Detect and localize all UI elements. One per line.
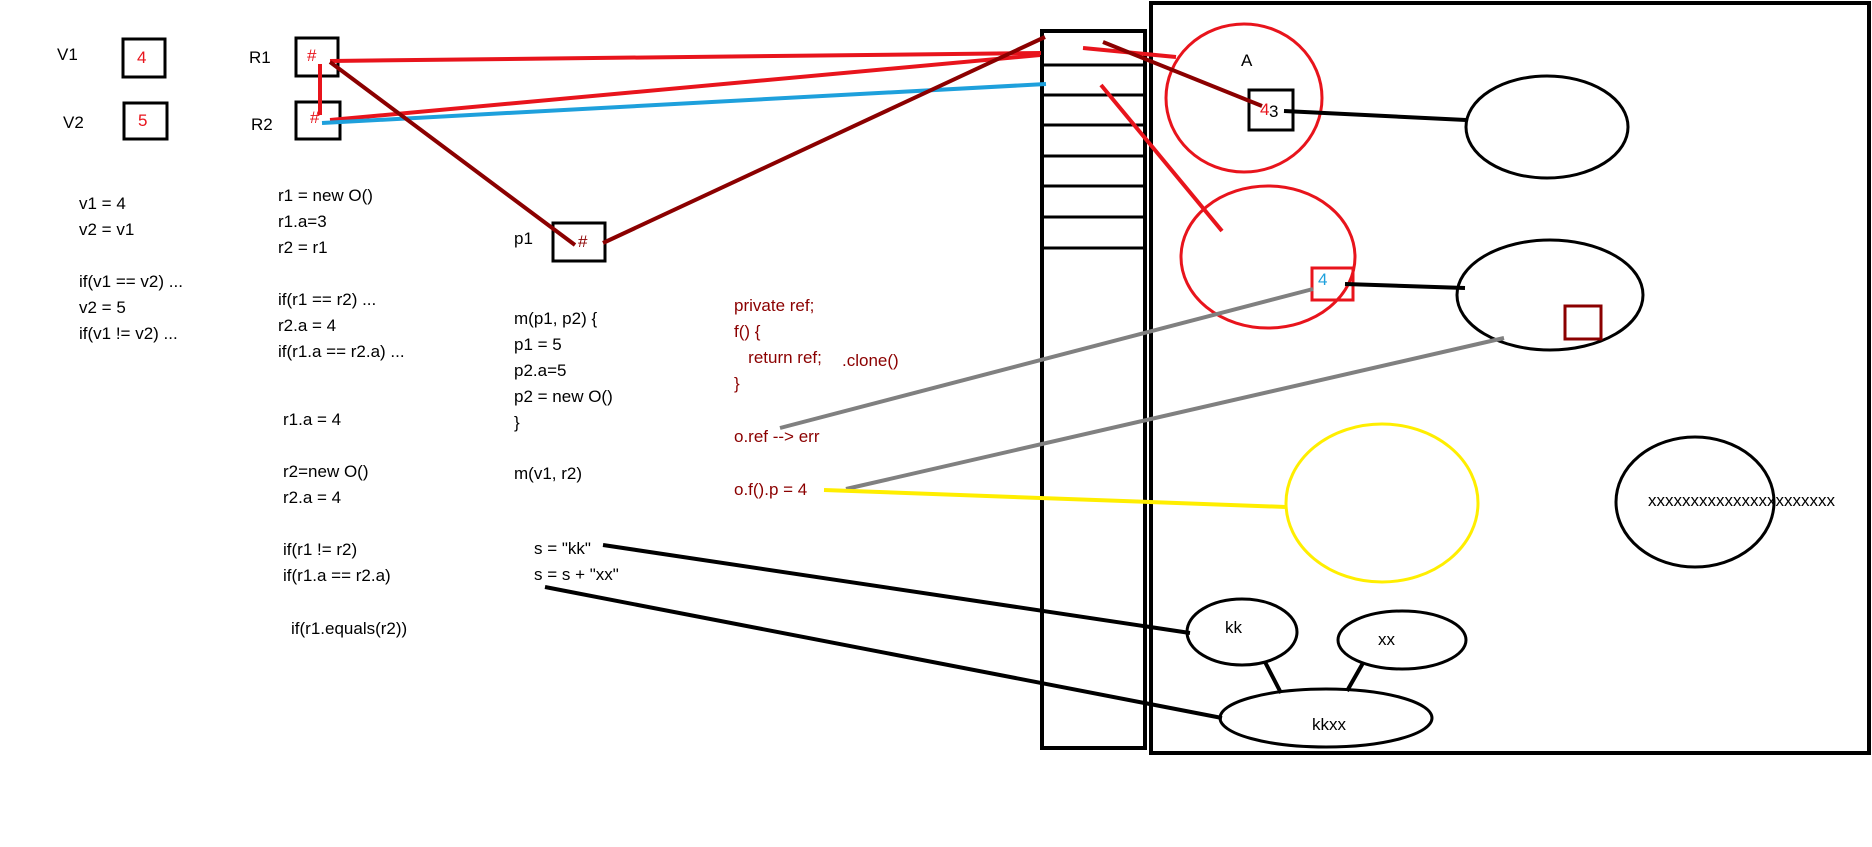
ofp-to-yellow-line [823, 488, 1287, 509]
code-line: if(r1.equals(r2)) [291, 619, 408, 638]
code-line: r2.a = 4 [283, 488, 342, 507]
r2-to-stack-line [329, 53, 1041, 122]
v1-label: V1 [57, 45, 78, 64]
r2-label: R2 [251, 115, 273, 134]
object-a-target-ellipse [1464, 74, 1630, 180]
p1-to-stack-line [602, 35, 1046, 245]
code-line: if(v1 == v2) ... [79, 272, 183, 291]
s-kk-to-kk-line [602, 543, 1191, 635]
xxx-object [1614, 435, 1776, 569]
stack-to-object-b-line [1099, 83, 1224, 233]
xx-to-kkxx-line [1345, 662, 1365, 692]
s-concat-to-kkxx-line [544, 585, 1223, 720]
code-block-call: m(v1, r2) [514, 461, 582, 487]
code-line: m(p1, p2) { [514, 309, 598, 328]
v1-value: 4 [137, 48, 147, 67]
code-block-method: m(p1, p2) { p1 = 5 p2.a=5 p2 = new O() } [514, 306, 613, 436]
r2-blue-to-stack-line [321, 82, 1047, 125]
code-block-strings: s = "kk" s = s + "xx" [534, 536, 619, 588]
p1-value: # [578, 232, 588, 251]
code-line: r2=new O() [283, 462, 369, 481]
code-block-compare: if(r1 != r2) if(r1.a == r2.a) [283, 537, 391, 589]
object-b-circle [1179, 184, 1357, 330]
code-line: if(r1 == r2) ... [278, 290, 377, 309]
code-line: if(r1.a == r2.a) [283, 566, 391, 585]
code-block-references: r1 = new O() r1.a=3 r2 = r1 if(r1 == r2)… [278, 183, 405, 365]
kk-label: kk [1225, 618, 1242, 637]
code-line: v1 = 4 [79, 194, 126, 213]
kkxx-label: kkxx [1312, 715, 1346, 734]
code-line: if(r1 != r2) [283, 540, 358, 559]
r1-value: # [307, 46, 317, 65]
r1-box [294, 36, 340, 78]
heap-frame [1149, 1, 1871, 755]
code-line: v2 = 5 [79, 298, 126, 317]
code-line: private ref; [734, 296, 815, 315]
v2-box [122, 101, 169, 141]
r1-to-stack-line [329, 51, 1042, 63]
p1-label: p1 [514, 229, 533, 248]
code-line: if(v1 != v2) ... [79, 324, 178, 343]
code-block-primitives: v1 = 4 v2 = v1 if(v1 == v2) ... v2 = 5 i… [79, 191, 183, 347]
xx-object [1336, 609, 1468, 671]
xx-label: xx [1378, 630, 1395, 649]
dark-red-square [1563, 304, 1603, 341]
code-block-private-ref: private ref; f() { return ref; } [734, 293, 822, 397]
oref-to-field-gray-line [779, 287, 1314, 430]
code-line: s = s + "xx" [534, 565, 619, 584]
code-line: p1 = 5 [514, 335, 562, 354]
object-b-field-to-ellipse-line [1344, 282, 1466, 290]
code-line: } [514, 413, 520, 432]
v2-label: V2 [63, 113, 84, 132]
code-line: r1.a=3 [278, 212, 327, 231]
yellow-object [1284, 422, 1480, 584]
stack-slots [1042, 63, 1145, 250]
code-line: s = "kk" [534, 539, 591, 558]
code-line: m(v1, r2) [514, 464, 582, 483]
object-a-field-old: 4 [1260, 100, 1270, 119]
ofp-text: o.f().p = 4 [734, 480, 808, 499]
ofp-to-object-gray-line [845, 336, 1505, 491]
oref-err-text: o.ref --> err [734, 427, 820, 446]
stack-column [1040, 29, 1147, 750]
v2-value: 5 [138, 111, 148, 130]
code-line: f() { [734, 322, 761, 341]
code-block-new-r2: r2=new O() r2.a = 4 [283, 459, 369, 511]
code-line: p2.a=5 [514, 361, 567, 380]
r1-label: R1 [249, 48, 271, 67]
code-line: r1.a = 4 [283, 410, 342, 429]
clone-annotation: .clone() [842, 351, 899, 370]
code-line: } [734, 374, 740, 393]
code-line: r1 = new O() [278, 186, 373, 205]
object-a-label: A [1241, 51, 1253, 70]
object-b-target-ellipse [1455, 238, 1645, 352]
r1-to-p1-line [328, 60, 577, 247]
v1-box [121, 37, 167, 79]
code-block-equals: if(r1.equals(r2)) [291, 616, 407, 642]
object-a-field-to-ellipse-line [1283, 109, 1467, 122]
code-line: return ref; [734, 348, 822, 367]
object-a-field-new: 3 [1269, 102, 1279, 121]
code-line: r2 = r1 [278, 238, 328, 257]
stack-to-object-a-dark-line [1102, 40, 1263, 108]
code-block-r1a: r1.a = 4 [283, 407, 341, 433]
object-a-circle [1164, 22, 1324, 174]
kk-object [1185, 597, 1299, 667]
code-line: p2 = new O() [514, 387, 613, 406]
object-b-field-value: 4 [1318, 270, 1328, 289]
code-line: if(r1.a == r2.a) ... [278, 342, 405, 361]
r2-value: # [310, 108, 320, 127]
code-line: v2 = v1 [79, 220, 135, 239]
xxx-label: xxxxxxxxxxxxxxxxxxxxxx [1648, 491, 1835, 510]
code-line: r2.a = 4 [278, 316, 337, 335]
kk-to-kkxx-line [1263, 661, 1283, 694]
